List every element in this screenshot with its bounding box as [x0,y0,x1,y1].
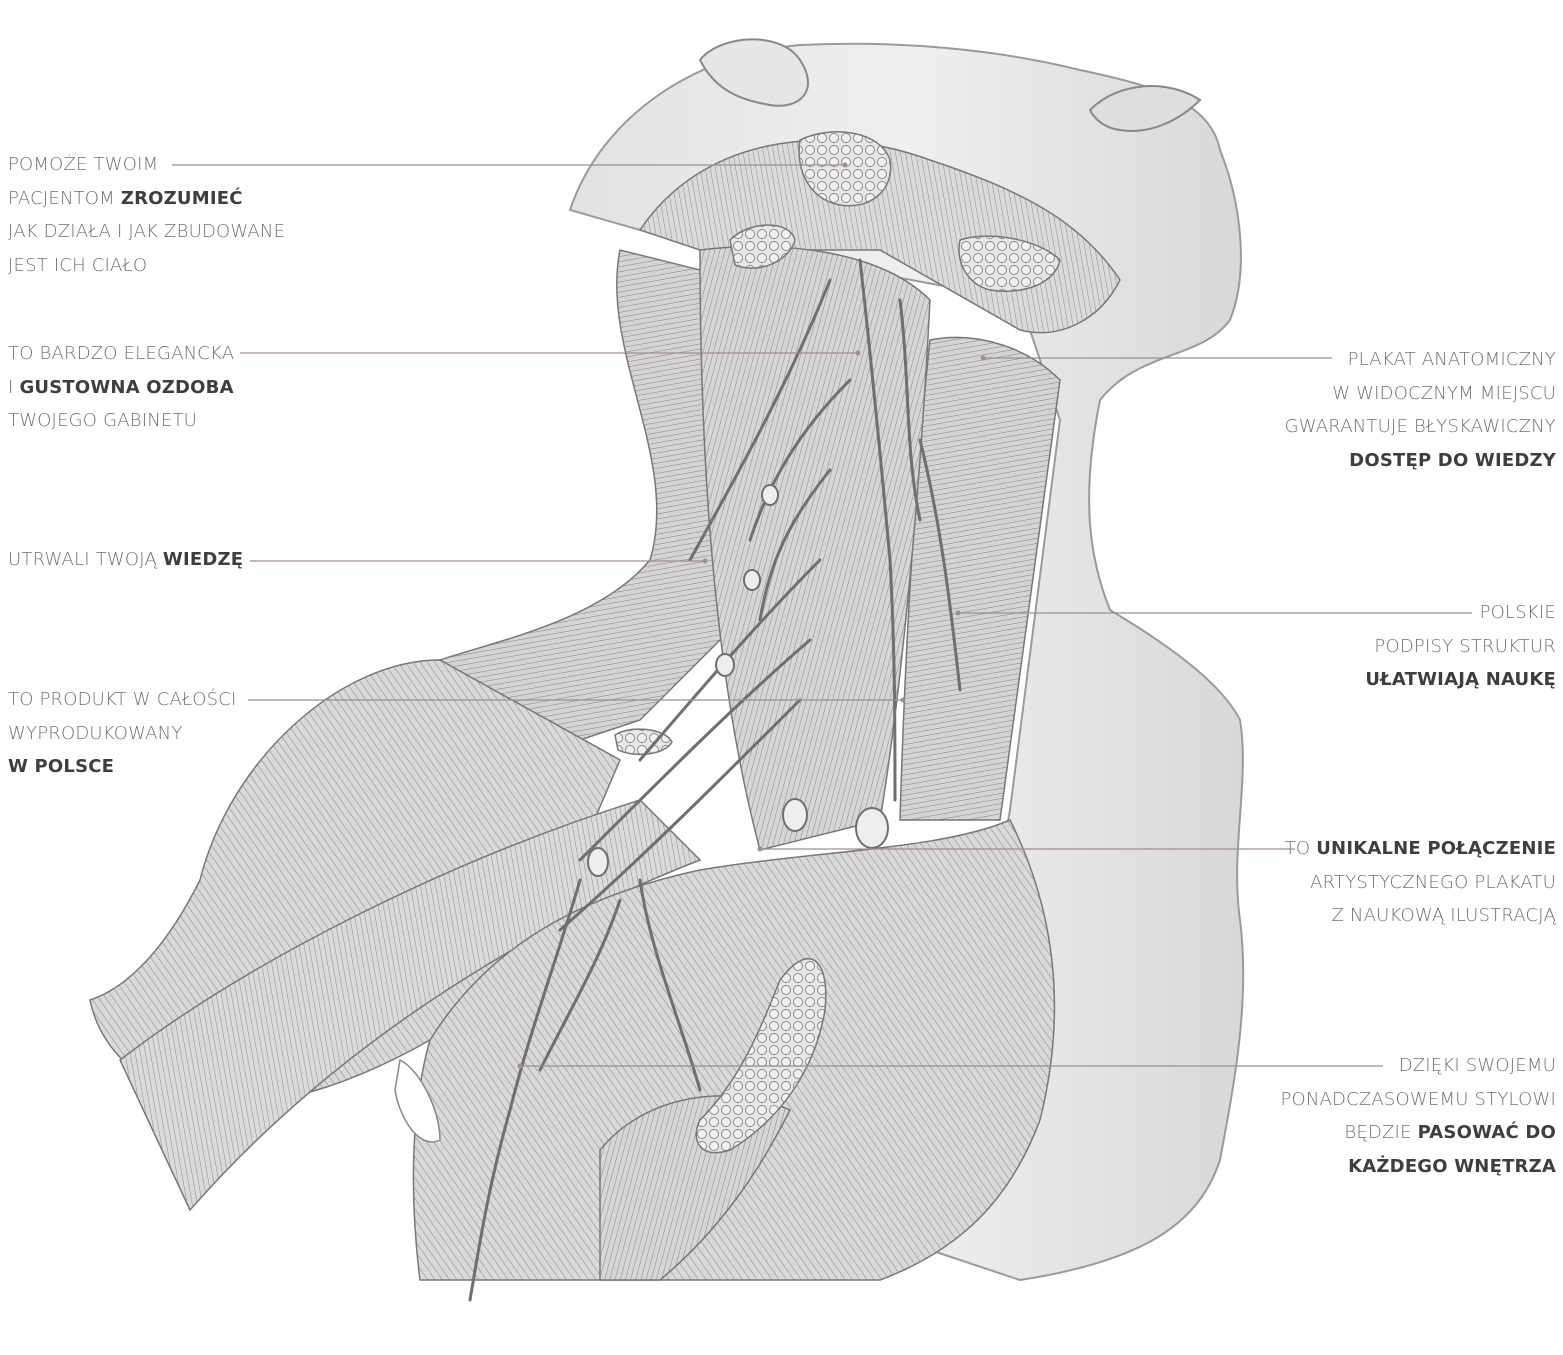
lymph-node-1 [729,224,796,269]
lips [1088,85,1202,132]
annotation-line: PACJENTOM ZROZUMIEĆ [8,182,285,216]
annotation-text: PONADCZASOWEMU STYLOWI [1280,1088,1556,1110]
annotation-line: PONADCZASOWEMU STYLOWI [1280,1083,1556,1117]
annotation-line: W WIDOCZNYM MIEJSCU [1285,377,1556,411]
annotation-line: TO BARDZO ELEGANCKA [8,337,234,371]
annotation-text: W WIDOCZNYM MIEJSCU [1332,382,1556,404]
annotation-emphasis: GUSTOWNA OZDOBA [19,376,234,398]
annotation-text: TO BARDZO ELEGANCKA [8,343,235,364]
leader-dot-elegant [855,350,861,356]
annotation-line: W POLSCE [8,750,237,784]
annotation-emphasis: W POLSCE [8,756,115,777]
leader-dot-unique [757,846,763,852]
annotation-line: POLSKIE [1365,596,1556,630]
annotation-text: TO PRODUKT W CAŁOŚCI [8,689,237,710]
annotation-line: PODPISY STRUKTUR [1365,630,1556,664]
leader-dot-access [980,355,986,361]
annotation-emphasis: UŁATWIAJĄ NAUKĘ [1365,669,1556,690]
annotation-emphasis: KAŻDEGO WNĘTRZA [1348,1155,1556,1177]
annotation-text: PACJENTOM [8,187,121,209]
annotation-line: UŁATWIAJĄ NAUKĘ [1365,663,1556,697]
annotation-understand: POMOŻE TWOIM PACJENTOM ZROZUMIEĆ JAK DZIAŁ… [8,148,285,282]
annotation-emphasis: ZROZUMIEĆ [120,187,243,209]
lymph-node-2 [614,728,673,756]
leader-dot-polish-labels [955,610,961,616]
annotation-emphasis: DOSTĘP DO WIEDZY [1349,449,1556,471]
submandibular-gland [798,131,892,207]
annotation-line: TWOJEGO GABINETU [8,404,234,438]
central-neck [699,245,931,851]
pectoral-muscle [412,819,1056,1281]
leader-dot-understand [842,162,848,168]
annotation-polish-labels: POLSKIE PODPISY STRUKTUR UŁATWIAJĄ NAUKĘ [1365,596,1556,697]
annotation-line: DZIĘKI SWOJEMU [1280,1049,1556,1083]
annotation-timeless: DZIĘKI SWOJEMU PONADCZASOWEMU STYLOWI BĘDZ… [1280,1049,1556,1183]
skin-outline [568,42,1245,1282]
annotation-text: GWARANTUJE BŁYSKAWICZNY [1284,416,1556,437]
annotation-line: JEST ICH CIAŁO [8,249,285,283]
annotation-text: TWOJEGO GABINETU [8,410,198,431]
annotation-text: PLAKAT ANATOMICZNY [1347,349,1556,370]
annotation-text: JEST ICH CIAŁO [8,254,148,276]
annotation-text: POMOŻE TWOIM [8,154,159,175]
parotid-gland [958,235,1061,292]
annotation-poland: TO PRODUKT W CAŁOŚCI WYPRODUKOWANY W POLSC… [8,683,237,784]
annotation-line: TO PRODUKT W CAŁOŚCI [8,683,237,717]
armpit [394,1058,441,1143]
annotation-line: POMOŻE TWOIM [8,148,285,182]
annotation-access: PLAKAT ANATOMICZNY W WIDOCZNYM MIEJSCU GWA… [1285,343,1556,477]
annotation-knowledge: UTRWALI TWOJĄ WIEDZĘ [8,543,243,577]
annotation-line: UTRWALI TWOJĄ WIEDZĘ [8,543,243,577]
leader-dot-timeless [517,1063,523,1069]
annotation-line: I GUSTOWNA OZDOBA [8,371,234,405]
annotation-line: DOSTĘP DO WIEDZY [1285,444,1556,478]
annotation-text: JAK DZIAŁA I JAK ZBUDOWANE [8,221,286,242]
annotation-unique: TO UNIKALNE POŁĄCZENIE ARTYSTYCZNEGO PLAK… [1285,832,1556,933]
annotation-text: DZIĘKI SWOJEMU [1398,1055,1556,1076]
annotation-elegant: TO BARDZO ELEGANCKA I GUSTOWNA OZDOBA TWOJ… [8,337,234,438]
axillary-gland [695,958,827,1154]
leader-lines [172,162,1472,1069]
annotation-emphasis: WIEDZĘ [162,549,244,570]
annotation-text: UTRWALI TWOJĄ [8,549,163,570]
annotation-emphasis: UNIKALNE POŁĄCZENIE [1316,838,1556,859]
annotation-line: WYPRODUKOWANY [8,717,237,751]
annotation-text: Z NAUKOWĄ ILUSTRACJĄ [1331,905,1556,926]
annotation-emphasis: PASOWAĆ DO [1417,1122,1556,1143]
clavicle-band [119,799,702,1212]
annotation-line: JAK DZIAŁA I JAK ZBUDOWANE [8,215,285,249]
annotation-text: TO [1284,838,1317,859]
annotation-text: I [8,376,20,398]
annotation-text: PODPISY STRUKTUR [1374,635,1556,657]
annotation-line: TO UNIKALNE POŁĄCZENIE [1285,832,1556,866]
annotation-text: WYPRODUKOWANY [8,722,183,744]
leader-dot-knowledge [702,558,708,564]
ear [698,38,810,107]
annotation-line: KAŻDEGO WNĘTRZA [1280,1150,1556,1184]
annotation-text: ARTYSTYCZNEGO PLAKATU [1310,871,1556,893]
annotation-text: POLSKIE [1479,602,1556,623]
annotation-line: BĘDZIE PASOWAĆ DO [1280,1116,1556,1150]
annotation-line: Z NAUKOWĄ ILUSTRACJĄ [1285,899,1556,933]
annotation-line: PLAKAT ANATOMICZNY [1285,343,1556,377]
annotation-text: BĘDZIE [1344,1122,1418,1143]
leader-dot-poland [900,697,906,703]
annotation-line: GWARANTUJE BŁYSKAWICZNY [1285,410,1556,444]
annotation-line: ARTYSTYCZNEGO PLAKATU [1285,866,1556,900]
cut-vessels [587,484,889,877]
